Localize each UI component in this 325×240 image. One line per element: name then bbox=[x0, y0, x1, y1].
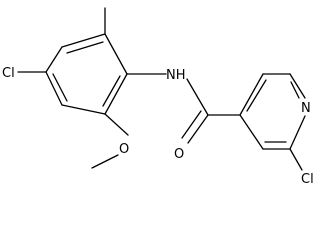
pyridine-ring bbox=[239, 73, 306, 150]
bond-benzene-double-3 bbox=[102, 75, 121, 107]
bond-pyridine-4 bbox=[289, 115, 306, 150]
bond-pyridine-double-2 bbox=[290, 81, 300, 99]
bond-benzene-5 bbox=[104, 73, 128, 115]
bond-pyridine-double-1 bbox=[246, 79, 267, 112]
bond-benzene-1 bbox=[61, 33, 106, 48]
amide-nitrogen-label: NH bbox=[166, 68, 186, 83]
bond-benzene-2 bbox=[45, 46, 63, 73]
bond-pyridine-1 bbox=[239, 73, 264, 116]
bond-nitrogen-carbonyl bbox=[186, 78, 209, 116]
bond-chlorine-right bbox=[289, 148, 303, 171]
pyridine-nitrogen-label: N bbox=[301, 101, 311, 116]
bond-pyridine-6 bbox=[239, 114, 264, 150]
methoxy-oxygen-label: O bbox=[119, 142, 129, 157]
bond-benzene-3 bbox=[45, 71, 63, 106]
bond-ring-methoxy-oxygen bbox=[104, 113, 129, 136]
chlorine-left-label: Cl bbox=[2, 66, 15, 81]
bond-benzene-6 bbox=[104, 33, 128, 75]
carbonyl-oxygen-label: O bbox=[174, 147, 184, 162]
bond-carbonyl-double-1 bbox=[187, 114, 209, 144]
bond-benzene-double-1 bbox=[66, 41, 104, 54]
benzene-ring bbox=[45, 33, 128, 115]
bond-benzene-4 bbox=[61, 104, 106, 115]
bond-pyridine-3 bbox=[289, 73, 306, 99]
bond-carbonyl-double-2 bbox=[181, 110, 202, 139]
bond-benzene-double-2 bbox=[52, 73, 68, 102]
chlorine-right-label: Cl bbox=[301, 172, 314, 184]
molecule-structure: Cl NH O O N Cl bbox=[2, 7, 314, 184]
bond-methoxy-methyl bbox=[91, 154, 119, 169]
structure-canvas: Cl NH O O N Cl bbox=[2, 7, 314, 184]
